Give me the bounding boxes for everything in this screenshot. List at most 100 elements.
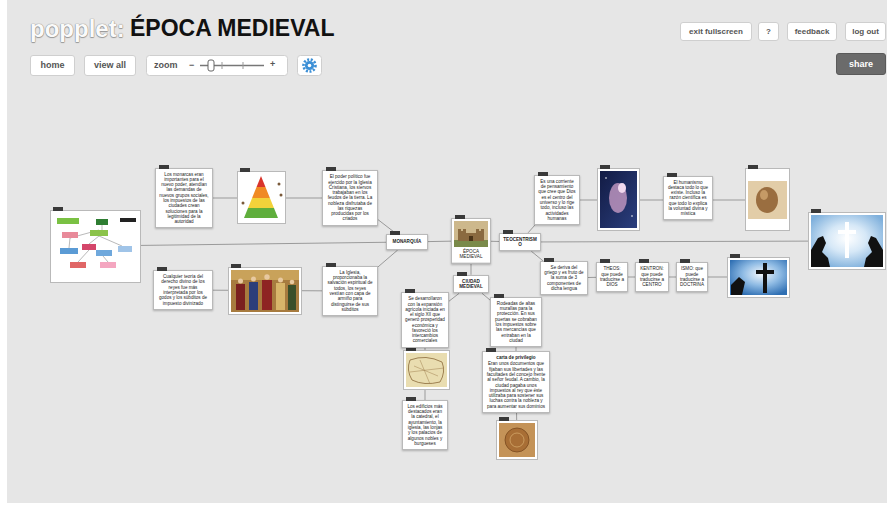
- node-text: ÉPOCA MEDIEVAL: [455, 249, 487, 260]
- figure-dot: [280, 194, 283, 197]
- node-text: Es una corriente de pensamiento que cree…: [538, 179, 576, 221]
- glow-figure: [609, 183, 627, 213]
- cross-shape: [756, 270, 774, 274]
- picture-frame: [404, 351, 450, 390]
- map-ground: [406, 353, 447, 387]
- cross-shape: [845, 222, 849, 258]
- map-block: [57, 218, 79, 224]
- castle-picture: [451, 218, 491, 262]
- note-node: Se desarrollaron con la expansión agríco…: [401, 292, 449, 348]
- top-button: ?: [758, 22, 779, 41]
- zoom-control: [147, 56, 288, 76]
- gear-teeth: [304, 60, 316, 72]
- popplet-tab: [231, 264, 241, 268]
- painting-figure: [288, 285, 296, 310]
- picture-frame: [746, 169, 790, 231]
- topic-node: ÉPOCA MEDIEVAL: [451, 218, 491, 264]
- connector-line: [482, 293, 490, 300]
- node-text: CIUDAD MEDIEVAL: [457, 279, 485, 290]
- star: [631, 215, 633, 217]
- node-text: Se deriva del griego y es fruto de la su…: [544, 265, 584, 291]
- connector-line: [531, 251, 543, 261]
- picture-ground: [451, 218, 491, 262]
- node-text: THEOS: que puede traducirse a DIOS: [600, 266, 624, 287]
- night-sky-picture: [598, 165, 640, 231]
- hand-silhouette: [731, 277, 745, 295]
- painting-figure: [262, 280, 272, 310]
- map-block: [62, 232, 78, 238]
- pyramid-band: [257, 176, 266, 187]
- zoom-knob: [208, 60, 214, 71]
- popplet-tab: [499, 417, 509, 421]
- castle-wall: [458, 229, 484, 241]
- pyramid-picture: [238, 168, 286, 224]
- painting-head: [251, 277, 256, 282]
- gear-body: [305, 61, 314, 70]
- node-text: Se desarrollaron con la expansión agríco…: [405, 296, 445, 344]
- node-text: Los edificios más destacados eran la cat…: [406, 404, 444, 446]
- note-node: Se deriva del griego y es fruto de la su…: [540, 261, 588, 295]
- painting-figure: [276, 283, 285, 310]
- picture-frame: [229, 268, 302, 315]
- map-block: [96, 219, 108, 225]
- cross-shape: [838, 230, 856, 234]
- sepia-figure: [756, 187, 778, 213]
- seal: [505, 428, 529, 452]
- note-node: ISMO: que puede traducirse a DOCTRINA: [676, 262, 708, 291]
- app-logo: popplet:: [30, 17, 125, 41]
- settings-button: [298, 56, 322, 76]
- note-node: El poder político fue ejercido por la Ig…: [322, 170, 378, 226]
- settings-box: [298, 56, 322, 76]
- picture-frame: [497, 421, 538, 460]
- note-node: Es una corriente de pensamiento que cree…: [534, 175, 580, 225]
- seal-ring: [510, 433, 524, 447]
- painting-figure: [249, 282, 258, 310]
- cross-shape: [763, 263, 767, 293]
- map-block: [96, 250, 112, 256]
- castle-gate: [469, 236, 473, 241]
- popplet-tab: [730, 254, 740, 258]
- painting-head: [238, 279, 243, 284]
- pyramid-band: [252, 187, 270, 198]
- link-line: [520, 241, 847, 242]
- picture-frame: [598, 169, 640, 231]
- node-heading: carta de privilegio: [486, 355, 546, 360]
- nav-button: home: [30, 55, 75, 76]
- note-node: KENTRON: que puede traducirse a CENTRO: [635, 262, 669, 291]
- pyramid-band: [248, 198, 274, 208]
- map-block: [82, 244, 96, 250]
- city-street: [410, 360, 444, 384]
- link-line: [557, 200, 767, 201]
- nav-button: view all: [84, 55, 136, 76]
- concept-map-picture: [51, 207, 141, 283]
- hands-picture: [809, 209, 886, 270]
- canvas-ground: [7, 0, 887, 503]
- cross-sky: [730, 260, 787, 295]
- painting-head: [278, 278, 283, 283]
- node-text: Eran unos documentos que fijaban sus lib…: [486, 361, 546, 409]
- branch-node: CIUDAD MEDIEVAL: [453, 275, 489, 294]
- zoom-tick: [243, 62, 244, 69]
- sepia-ground: [748, 181, 787, 219]
- hand-silhouette: [864, 236, 883, 267]
- popplet-tab: [811, 209, 821, 213]
- note-node: La Iglesia, proporcionaba la salvación e…: [322, 266, 378, 316]
- connector-line: [471, 264, 472, 275]
- link-line: [95, 242, 407, 246]
- picture-links: [95, 198, 847, 439]
- star: [605, 177, 607, 179]
- branch-node: MONARQUÍA: [386, 234, 428, 250]
- painting-head: [264, 274, 269, 279]
- painting-gold: [231, 270, 299, 280]
- sepia-figure: [760, 190, 768, 200]
- map-block: [100, 262, 116, 268]
- node-text: TEOCENTRISMO: [503, 237, 537, 248]
- note-node: Los monarcas eran importantes para el nu…: [155, 168, 213, 229]
- node-text: El humanismo destaca todo lo que existe.…: [667, 180, 709, 217]
- gear-hole: [308, 64, 312, 68]
- map-title: ÉPOCA MEDIEVAL: [130, 17, 334, 40]
- node-text: Los monarcas eran importantes para el nu…: [159, 172, 209, 225]
- connector-line: [588, 277, 596, 278]
- picture-frame: [809, 213, 886, 270]
